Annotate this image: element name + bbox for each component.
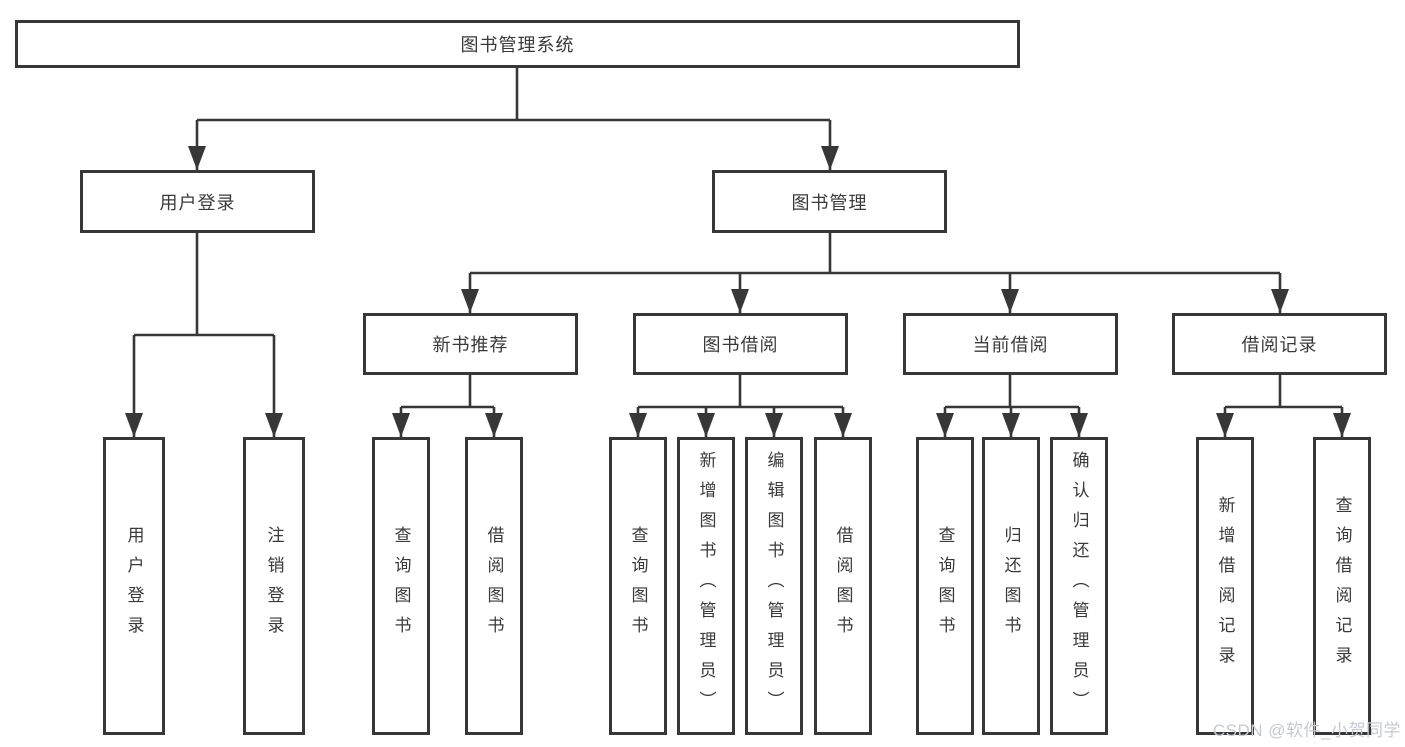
node-book-borrowing: 图书借阅 <box>633 313 848 375</box>
leaf-borrow-books-label: 借阅图书 <box>833 526 853 646</box>
leaf-borrow-books-recommend: 借阅图书 <box>465 437 523 735</box>
leaf-query-books-recommend: 查询图书 <box>372 437 430 735</box>
node-current-borrowing: 当前借阅 <box>903 313 1118 375</box>
leaf-query-books-borrow-label: 查询图书 <box>628 526 648 646</box>
node-borrowing-records: 借阅记录 <box>1172 313 1387 375</box>
leaf-confirm-return-admin: 确认归还（管理员） <box>1050 437 1108 735</box>
leaf-query-books-recommend-label: 查询图书 <box>391 526 411 646</box>
node-user-login-label: 用户登录 <box>159 192 236 213</box>
connector-borrow-records-children <box>1216 375 1351 437</box>
watermark-text: CSDN @软件_小贺同学 <box>1212 721 1401 740</box>
leaf-borrow-books-recommend-label: 借阅图书 <box>484 526 504 646</box>
leaf-add-borrow-record: 新增借阅记录 <box>1196 437 1254 735</box>
node-book-borrowing-label: 图书借阅 <box>702 335 779 355</box>
leaf-user-login: 用户登录 <box>103 437 165 735</box>
leaf-return-books-label: 归还图书 <box>1001 526 1021 646</box>
node-book-management: 图书管理 <box>712 170 947 233</box>
leaf-query-books-current-label: 查询图书 <box>935 526 955 646</box>
connector-current-borrow-children <box>936 375 1088 437</box>
node-user-login: 用户登录 <box>80 170 315 233</box>
node-new-book-recommendation-label: 新书推荐 <box>432 335 509 355</box>
connector-new-book-children <box>392 375 503 437</box>
leaf-edit-books-admin: 编辑图书（管理员） <box>745 437 803 735</box>
node-current-borrowing-label: 当前借阅 <box>972 335 1049 355</box>
node-library-system-label: 图书管理系统 <box>460 35 575 55</box>
leaf-logout: 注销登录 <box>243 437 305 735</box>
node-library-system: 图书管理系统 <box>15 20 1020 68</box>
connector-user-login-children <box>125 233 283 437</box>
connector-root-to-level2 <box>188 68 839 170</box>
node-new-book-recommendation: 新书推荐 <box>363 313 578 375</box>
leaf-add-books-admin: 新增图书（管理员） <box>677 437 735 735</box>
leaf-add-books-admin-label: 新增图书（管理员） <box>696 451 716 721</box>
node-book-management-label: 图书管理 <box>791 192 868 213</box>
node-borrowing-records-label: 借阅记录 <box>1241 335 1318 355</box>
leaf-query-borrow-record: 查询借阅记录 <box>1313 437 1371 735</box>
connector-book-management-children <box>461 233 1289 313</box>
leaf-query-books-borrow: 查询图书 <box>609 437 667 735</box>
leaf-return-books: 归还图书 <box>982 437 1040 735</box>
leaf-query-borrow-record-label: 查询借阅记录 <box>1332 496 1352 676</box>
leaf-user-login-label: 用户登录 <box>124 526 144 646</box>
leaf-query-books-current: 查询图书 <box>916 437 974 735</box>
connector-book-borrow-children <box>629 375 852 437</box>
leaf-logout-label: 注销登录 <box>264 526 284 646</box>
leaf-borrow-books: 借阅图书 <box>814 437 872 735</box>
leaf-add-borrow-record-label: 新增借阅记录 <box>1215 496 1235 676</box>
leaf-confirm-return-admin-label: 确认归还（管理员） <box>1069 451 1089 721</box>
leaf-edit-books-admin-label: 编辑图书（管理员） <box>764 451 784 721</box>
